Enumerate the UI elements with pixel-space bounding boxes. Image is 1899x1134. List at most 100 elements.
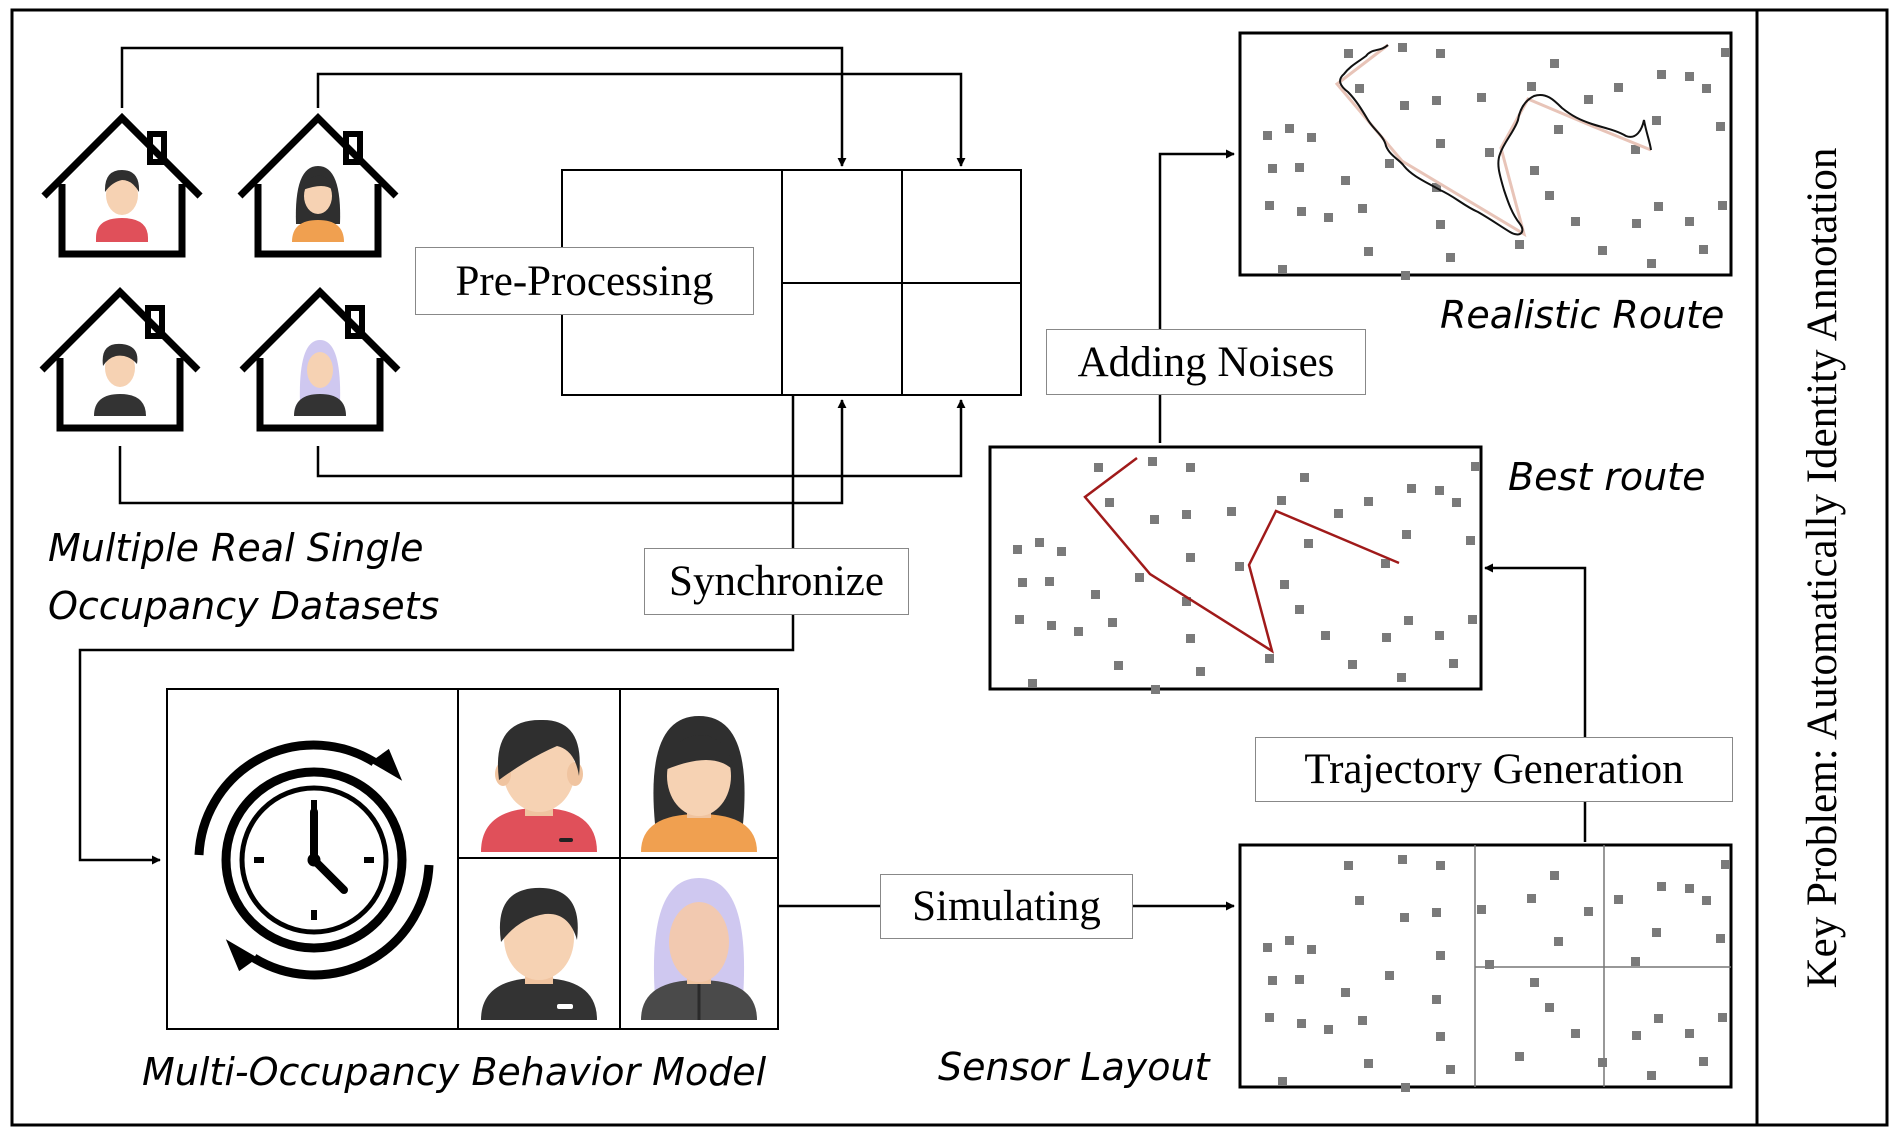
sensor-dot bbox=[1182, 510, 1191, 519]
house-elder-icon bbox=[239, 287, 401, 432]
sensor-dot bbox=[1652, 928, 1661, 937]
sensor-dot bbox=[1631, 957, 1640, 966]
sensor-dot bbox=[1114, 661, 1123, 670]
sensor-dot bbox=[1527, 894, 1536, 903]
synchronize-label: Synchronize bbox=[644, 548, 909, 615]
sensor-dot bbox=[1013, 545, 1022, 554]
sensor-dot bbox=[1385, 971, 1394, 980]
sensor-dot bbox=[1135, 573, 1144, 582]
sensor-dot bbox=[1047, 621, 1056, 630]
sensor-dot bbox=[1436, 220, 1445, 229]
best-route-caption: Best route bbox=[1508, 455, 1706, 499]
sensor-dot bbox=[1436, 49, 1445, 58]
simulating-label: Simulating bbox=[880, 874, 1133, 939]
sensor-dot bbox=[1721, 860, 1730, 869]
sensor-dot bbox=[1554, 125, 1563, 134]
clock-cycle-icon bbox=[194, 740, 434, 980]
sensor-dot bbox=[1614, 895, 1623, 904]
sensor-dot bbox=[1186, 553, 1195, 562]
sensor-dot bbox=[1324, 213, 1333, 222]
sensor-dot bbox=[1295, 605, 1304, 614]
sensor-dot bbox=[1685, 217, 1694, 226]
sensor-dot bbox=[1702, 84, 1711, 93]
sensor-dot bbox=[1647, 1071, 1656, 1080]
sensor-dot bbox=[1381, 559, 1390, 568]
sensor-dot bbox=[1515, 240, 1524, 249]
sensor-dot bbox=[1685, 1029, 1694, 1038]
sensor-dot bbox=[1278, 1077, 1287, 1086]
boy-dark-shirt-icon bbox=[481, 887, 597, 1020]
sensor-dot bbox=[1471, 462, 1480, 471]
sensor-dot bbox=[1235, 562, 1244, 571]
sensor-dot bbox=[1182, 597, 1191, 606]
sensor-dot bbox=[1015, 615, 1024, 624]
sensor-dot bbox=[1150, 515, 1159, 524]
sensor-dot bbox=[1401, 1083, 1410, 1092]
realistic-route-caption: Realistic Route bbox=[1440, 293, 1725, 337]
sensor-dot bbox=[1404, 616, 1413, 625]
sensor-dot bbox=[1263, 131, 1272, 140]
sensor-dot bbox=[1598, 246, 1607, 255]
sensor-dot bbox=[1721, 48, 1730, 57]
sensor-dot bbox=[1647, 259, 1656, 268]
sensor-dot bbox=[1716, 122, 1725, 131]
sensor-dot bbox=[1265, 1013, 1274, 1022]
key-problem-title: Key Problem: Automatically Identity Anno… bbox=[1799, 147, 1846, 989]
sensor-dot bbox=[1699, 1057, 1708, 1066]
sensor-dot bbox=[1382, 633, 1391, 642]
sensor-dot bbox=[1545, 1003, 1554, 1012]
sensor-dot bbox=[1196, 667, 1205, 676]
sensor-dot bbox=[1344, 49, 1353, 58]
sensor-dot bbox=[1515, 1052, 1524, 1061]
sensor-dot bbox=[1718, 1013, 1727, 1022]
elder-dark-shirt-icon bbox=[641, 878, 757, 1020]
realistic-route-faint bbox=[1334, 43, 1652, 238]
sensor-dot bbox=[1295, 975, 1304, 984]
sensor-dot bbox=[1341, 176, 1350, 185]
sensor-dot bbox=[1436, 951, 1445, 960]
sensor-dot bbox=[1657, 70, 1666, 79]
sensor-dot bbox=[1530, 166, 1539, 175]
sensor-dot bbox=[1435, 631, 1444, 640]
sensor-dot bbox=[1300, 473, 1309, 482]
sensor-dot bbox=[1321, 631, 1330, 640]
sensor-dot bbox=[1028, 679, 1037, 688]
behavior-model-panel bbox=[166, 688, 779, 1030]
sensor-dot bbox=[1265, 654, 1274, 663]
sensor-dot bbox=[1485, 960, 1494, 969]
sensor-dot bbox=[1571, 1029, 1580, 1038]
sensor-dot bbox=[1699, 245, 1708, 254]
sensor-dot bbox=[1355, 896, 1364, 905]
sensor-dot bbox=[1358, 204, 1367, 213]
sensor-dot bbox=[1268, 976, 1277, 985]
sensor-dot bbox=[1355, 84, 1364, 93]
sensor-dot bbox=[1527, 82, 1536, 91]
sensor-dot bbox=[1400, 101, 1409, 110]
woman-orange-shirt-icon bbox=[641, 716, 757, 852]
sensor-dot bbox=[1398, 43, 1407, 52]
sensor-dot bbox=[1436, 1032, 1445, 1041]
sensor-dot bbox=[1074, 627, 1083, 636]
sensor-dot bbox=[1307, 945, 1316, 954]
sensor-dot bbox=[1632, 219, 1641, 228]
sensor-dot bbox=[1057, 547, 1066, 556]
sensor-dot bbox=[1401, 271, 1410, 280]
datasets-caption-line1: Multiple Real Single bbox=[48, 526, 424, 570]
sensor-dot bbox=[1446, 253, 1455, 262]
sensor-dot bbox=[1035, 538, 1044, 547]
sensor-dot bbox=[1398, 855, 1407, 864]
sensor-dot bbox=[1094, 463, 1103, 472]
sensor-dot bbox=[1385, 159, 1394, 168]
datasets-caption-line2: Occupancy Datasets bbox=[48, 584, 440, 628]
sensor-dot bbox=[1432, 995, 1441, 1004]
sensor-dot bbox=[1716, 934, 1725, 943]
sensor-dot bbox=[1397, 673, 1406, 682]
sensor-dot bbox=[1702, 896, 1711, 905]
sensor-dot bbox=[1348, 660, 1357, 669]
sensor-dot bbox=[1402, 530, 1411, 539]
sensor-dot bbox=[1341, 988, 1350, 997]
sensor-dot bbox=[1545, 191, 1554, 200]
sensor-dot bbox=[1550, 871, 1559, 880]
sensor-dot bbox=[1091, 590, 1100, 599]
sensor-dot bbox=[1584, 907, 1593, 916]
